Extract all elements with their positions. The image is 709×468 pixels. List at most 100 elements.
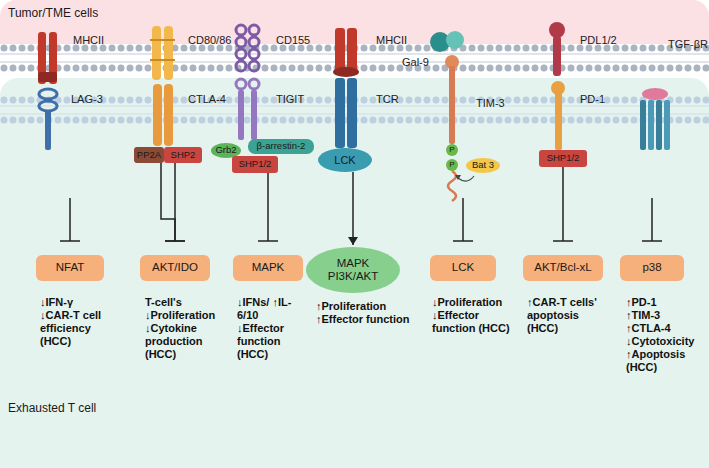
phospho-site: P: [446, 159, 458, 171]
ctla4-receptor: [164, 84, 173, 146]
tigit-receptor: [249, 49, 259, 59]
node-text: MAPK: [252, 261, 285, 274]
connector-line: [562, 167, 564, 241]
pathway-box: AKT/IDO: [140, 255, 210, 281]
tigit-receptor: [236, 61, 246, 71]
molecule-label: TGF-βR: [668, 38, 708, 50]
inhibition-bar: [258, 240, 278, 242]
inhibition-line: [161, 163, 185, 241]
ctla4-receptor: [150, 39, 175, 41]
molecule-label: LAG-3: [71, 93, 103, 105]
tigit-receptor: [238, 90, 244, 140]
effect-text: ↓Cytotoxicity: [626, 335, 706, 348]
node-text: Tumor/TME cells: [8, 7, 98, 21]
connector-line: [174, 163, 176, 241]
molecule-label: CD155: [276, 34, 310, 46]
molecule-label: CD80/86: [188, 34, 231, 46]
node-text: AKT/Bcl-xL: [534, 261, 592, 274]
node-text: P: [449, 160, 454, 169]
effect-text: ↓Proliferation: [145, 309, 225, 322]
lag3-receptor: [38, 72, 57, 82]
pathway-ellipse: MAPKPI3K/AKT: [306, 247, 400, 293]
node-text: Grb2: [215, 145, 236, 156]
node-text: SHP1/2: [239, 159, 272, 170]
effect-text: ↑Apoptosis (HCC): [626, 348, 706, 374]
node-text: PP2A: [137, 150, 161, 161]
effect-column: ↓Proliferation↓Effector function (HCC): [432, 296, 514, 335]
effect-text: ↓Proliferation: [432, 296, 514, 309]
inhibition-line: [258, 173, 278, 241]
effect-column: ↓IFN-γ↓CAR-T cell efficiency (HCC): [40, 296, 120, 348]
inhibition-bar: [165, 240, 185, 242]
node-text: MAPK: [337, 257, 370, 270]
arrow-head: [348, 237, 358, 245]
node-text: p38: [642, 261, 661, 274]
ctla4-receptor: [150, 59, 175, 61]
pathway-box: MAPK: [233, 255, 303, 281]
node-text: SHP2: [171, 150, 196, 161]
node-text: AKT/IDO: [152, 261, 198, 274]
effect-text: ↑TIM-3: [626, 309, 706, 322]
ctla4-receptor: [153, 84, 162, 146]
node-text: LCK: [334, 154, 355, 167]
molecule-label: MHCII: [73, 34, 104, 46]
tgfb-receptor: [640, 100, 646, 150]
tigit-receptor: [249, 61, 259, 71]
effect-column: ↑PD-1↑TIM-3↑CTLA-4↓Cytotoxicity↑Apoptosi…: [626, 296, 706, 374]
molecule-label: MHCII: [376, 34, 407, 46]
connector-line: [161, 163, 175, 241]
tcr-receptor: [335, 78, 345, 148]
pathway-box: p38: [620, 255, 684, 281]
node-text: P: [449, 145, 454, 154]
inhibition-line: [453, 240, 473, 242]
adaptor-protein: SHP1/2: [232, 156, 278, 173]
adaptor-protein: SHP1/2: [539, 150, 587, 167]
inhibition-line: [553, 167, 573, 241]
pathway-box: AKT/Bcl-xL: [523, 255, 603, 281]
molecule-label: Gal-9: [402, 56, 429, 68]
inhibition-bar: [553, 240, 573, 242]
effect-text: ↓Effector function (HCC): [432, 309, 514, 335]
inhibition-line: [642, 240, 662, 242]
tim3-receptor: [449, 66, 455, 144]
effect-text: ↑Effector function: [316, 313, 416, 326]
inhibition-bar: [165, 240, 185, 242]
kinase-ellipse: LCK: [318, 148, 372, 172]
pd1-receptor: [549, 22, 565, 38]
effect-text: ↓CAR-T cell efficiency (HCC): [40, 309, 120, 348]
effect-text: T-cell's: [145, 296, 225, 309]
adaptor-protein: β-arrestin-2: [248, 139, 314, 154]
effect-text: ↓IFN-γ: [40, 296, 120, 309]
inhibition-line: [60, 240, 80, 242]
node-text: NFAT: [56, 261, 85, 274]
node-text: Exhausted T cell: [8, 402, 96, 416]
molecule-label: TCR: [376, 93, 399, 105]
connector-line: [352, 172, 354, 245]
adaptor-protein: Bat 3: [466, 158, 500, 173]
pathway-box: LCK: [430, 255, 496, 281]
ctla4-receptor: [164, 26, 173, 80]
adaptor-protein: PP2A: [134, 147, 164, 163]
molecule-label: PD-1: [580, 93, 605, 105]
tgfb-receptor: [648, 100, 654, 150]
tigit-receptor: [251, 90, 257, 140]
effect-column: T-cell's↓Proliferation↓Cytokine producti…: [145, 296, 225, 361]
effect-text: ↓Effector function (HCC): [237, 322, 309, 361]
pd1-receptor: [555, 92, 562, 150]
effect-text: ↑CTLA-4: [626, 322, 706, 335]
lag3-receptor: [39, 101, 57, 111]
effect-text: ↑Proliferation: [316, 300, 416, 313]
connector-line: [267, 173, 269, 241]
node-text: PI3K/AKT: [328, 270, 379, 283]
activation-arrow: [348, 172, 358, 245]
tcr-receptor: [347, 78, 357, 148]
effect-text: ↓IFNs/ ↑IL-6/10: [237, 296, 309, 322]
inhibition-line: [651, 198, 653, 241]
ctla4-receptor: [152, 26, 161, 80]
molecule-label: PDL1/2: [580, 34, 617, 46]
effect-column: ↑CAR-T cells' apoptosis (HCC): [527, 296, 611, 335]
tgfb-receptor: [642, 88, 668, 100]
node-text: LCK: [452, 261, 474, 274]
effect-text: ↑CAR-T cells' apoptosis (HCC): [527, 296, 611, 335]
